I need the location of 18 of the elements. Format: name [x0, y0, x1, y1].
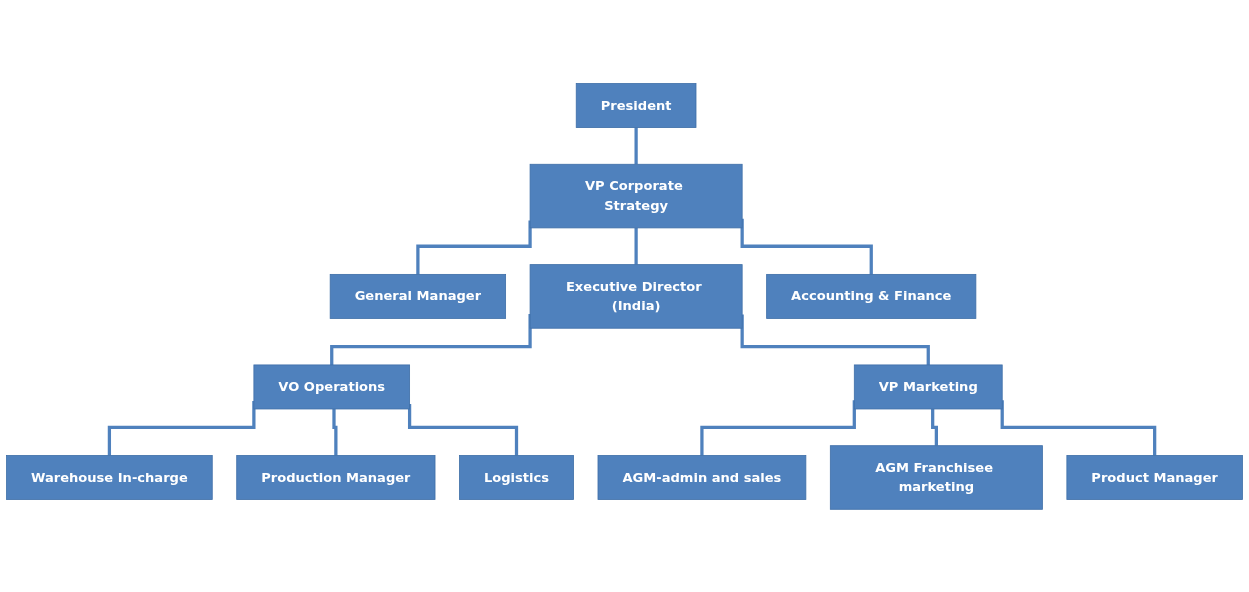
node-box: VO Operations: [253, 364, 410, 409]
connector: [407, 403, 519, 457]
node-box: Executive Director (India): [529, 263, 743, 329]
node-box: Product Manager: [1066, 454, 1243, 500]
node-box: AGM-admin and sales: [597, 454, 807, 500]
node-box: Accounting & Finance: [766, 273, 977, 319]
connector: [332, 408, 338, 457]
node-box: VP Corporate Strategy: [529, 163, 743, 228]
connector: [700, 399, 856, 457]
connector: [931, 408, 938, 447]
node-box: General Manager: [329, 273, 507, 319]
node-box: Logistics: [459, 454, 574, 500]
connector: [634, 227, 638, 266]
node-box: President: [575, 82, 697, 128]
node-box: AGM Franchisee marketing: [829, 444, 1043, 510]
node-box: VP Marketing: [853, 364, 1003, 409]
node-box: Production Manager: [236, 454, 436, 500]
node-box: Warehouse In-charge: [6, 454, 213, 500]
